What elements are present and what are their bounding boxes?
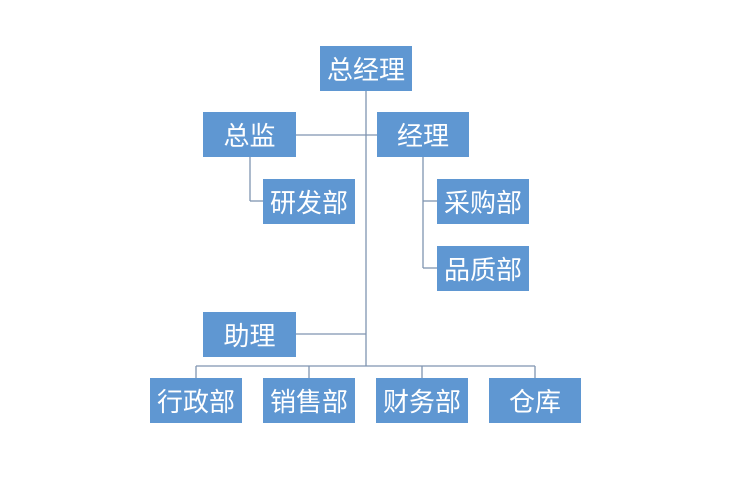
node-ceo[interactable]: 总经理 — [320, 46, 412, 91]
node-sales[interactable]: 销售部 — [263, 378, 355, 423]
node-admin[interactable]: 行政部 — [150, 378, 242, 423]
node-purchasing[interactable]: 采购部 — [437, 179, 529, 224]
node-rnd[interactable]: 研发部 — [263, 179, 355, 224]
node-assistant[interactable]: 助理 — [203, 312, 296, 357]
node-director[interactable]: 总监 — [203, 112, 296, 157]
node-finance[interactable]: 财务部 — [376, 378, 468, 423]
node-manager[interactable]: 经理 — [377, 112, 469, 157]
node-warehouse[interactable]: 仓库 — [489, 378, 581, 423]
node-quality[interactable]: 品质部 — [437, 246, 529, 291]
